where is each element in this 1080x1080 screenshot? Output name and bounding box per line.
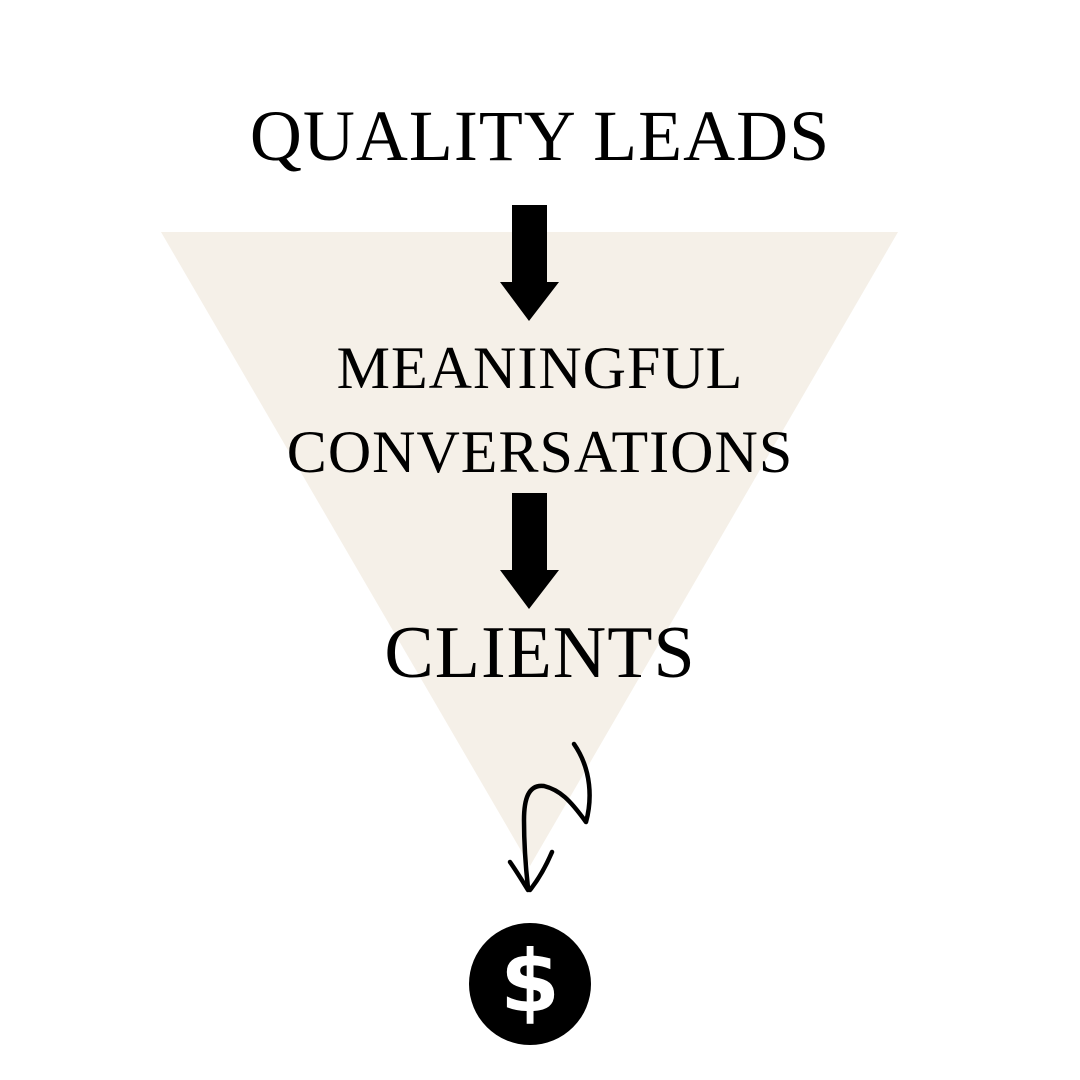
stage-label-line: MEANINGFUL <box>336 335 744 401</box>
dollar-icon: $ <box>469 923 591 1045</box>
down-arrow-icon <box>500 205 559 321</box>
down-arrow-icon <box>500 493 559 609</box>
stage-label-quality-leads: QUALITY LEADS <box>249 96 831 176</box>
dollar-symbol: $ <box>500 932 560 1032</box>
stage-label-meaningful-conversations: MEANINGFUL CONVERSATIONS <box>0 326 1080 494</box>
stage-label-clients: CLIENTS <box>384 612 696 694</box>
squiggle-arrow-icon <box>507 741 592 893</box>
stage-label-line: CONVERSATIONS <box>286 419 794 485</box>
